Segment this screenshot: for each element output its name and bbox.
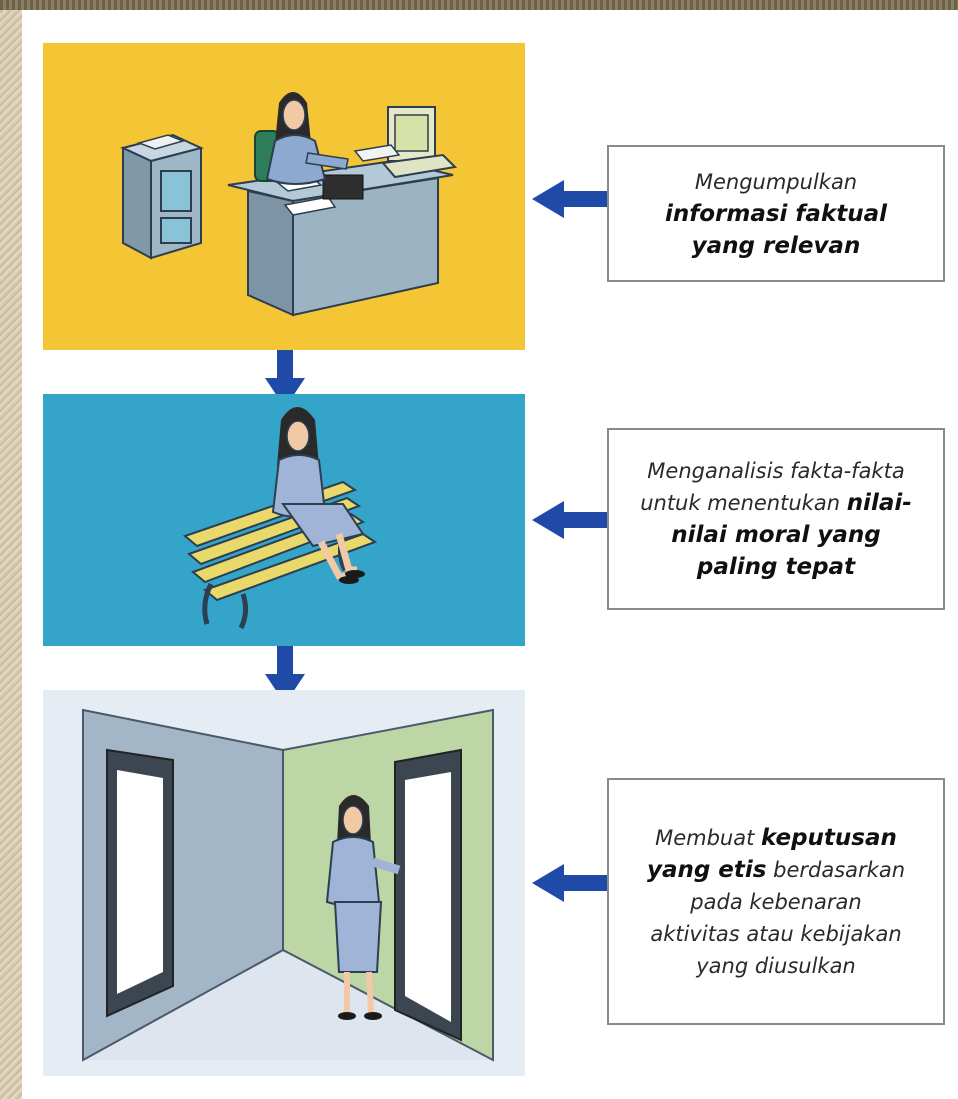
caption-text: paling tepat <box>697 551 855 583</box>
caption-line: untuk menentukan nilai- <box>640 487 912 519</box>
left-arrow-icon <box>530 497 610 543</box>
caption-text: aktivitas atau kebijakan <box>650 918 901 950</box>
caption-line: Membuat keputusan <box>655 822 897 854</box>
caption-text: untuk menentukan <box>640 491 846 515</box>
left-arrow-icon <box>530 176 610 222</box>
caption-text: yang diusulkan <box>696 950 856 982</box>
page-frame-left <box>0 0 22 1099</box>
caption-text: Menganalisis fakta-fakta <box>647 455 904 487</box>
left-arrow-icon <box>530 860 610 906</box>
caption-text: yang relevan <box>692 230 861 262</box>
step-3-illustration-panel <box>43 690 525 1076</box>
doors-decision-illustration <box>43 690 525 1076</box>
caption-text: keputusan <box>761 825 897 851</box>
caption-text: Mengumpulkan <box>695 166 857 198</box>
bench-thinking-illustration <box>43 394 525 646</box>
caption-text: Membuat <box>655 826 761 850</box>
caption-text: berdasarkan <box>766 858 905 882</box>
caption-text: nilai- <box>847 490 912 516</box>
step-2-caption-box: Menganalisis fakta-fakta untuk menentuka… <box>607 428 945 610</box>
page-frame-top <box>0 0 958 10</box>
step-1-caption-box: Mengumpulkan informasi faktual yang rele… <box>607 145 945 282</box>
step-1-illustration-panel <box>43 43 525 350</box>
caption-text: informasi faktual <box>665 198 887 230</box>
caption-text: yang etis <box>647 857 767 883</box>
office-desk-illustration <box>43 43 525 350</box>
caption-line: yang etis berdasarkan <box>647 854 905 886</box>
caption-text: pada kebenaran <box>690 886 861 918</box>
caption-text: nilai moral yang <box>671 519 880 551</box>
step-3-caption-box: Membuat keputusan yang etis berdasarkan … <box>607 778 945 1025</box>
step-2-illustration-panel <box>43 394 525 646</box>
